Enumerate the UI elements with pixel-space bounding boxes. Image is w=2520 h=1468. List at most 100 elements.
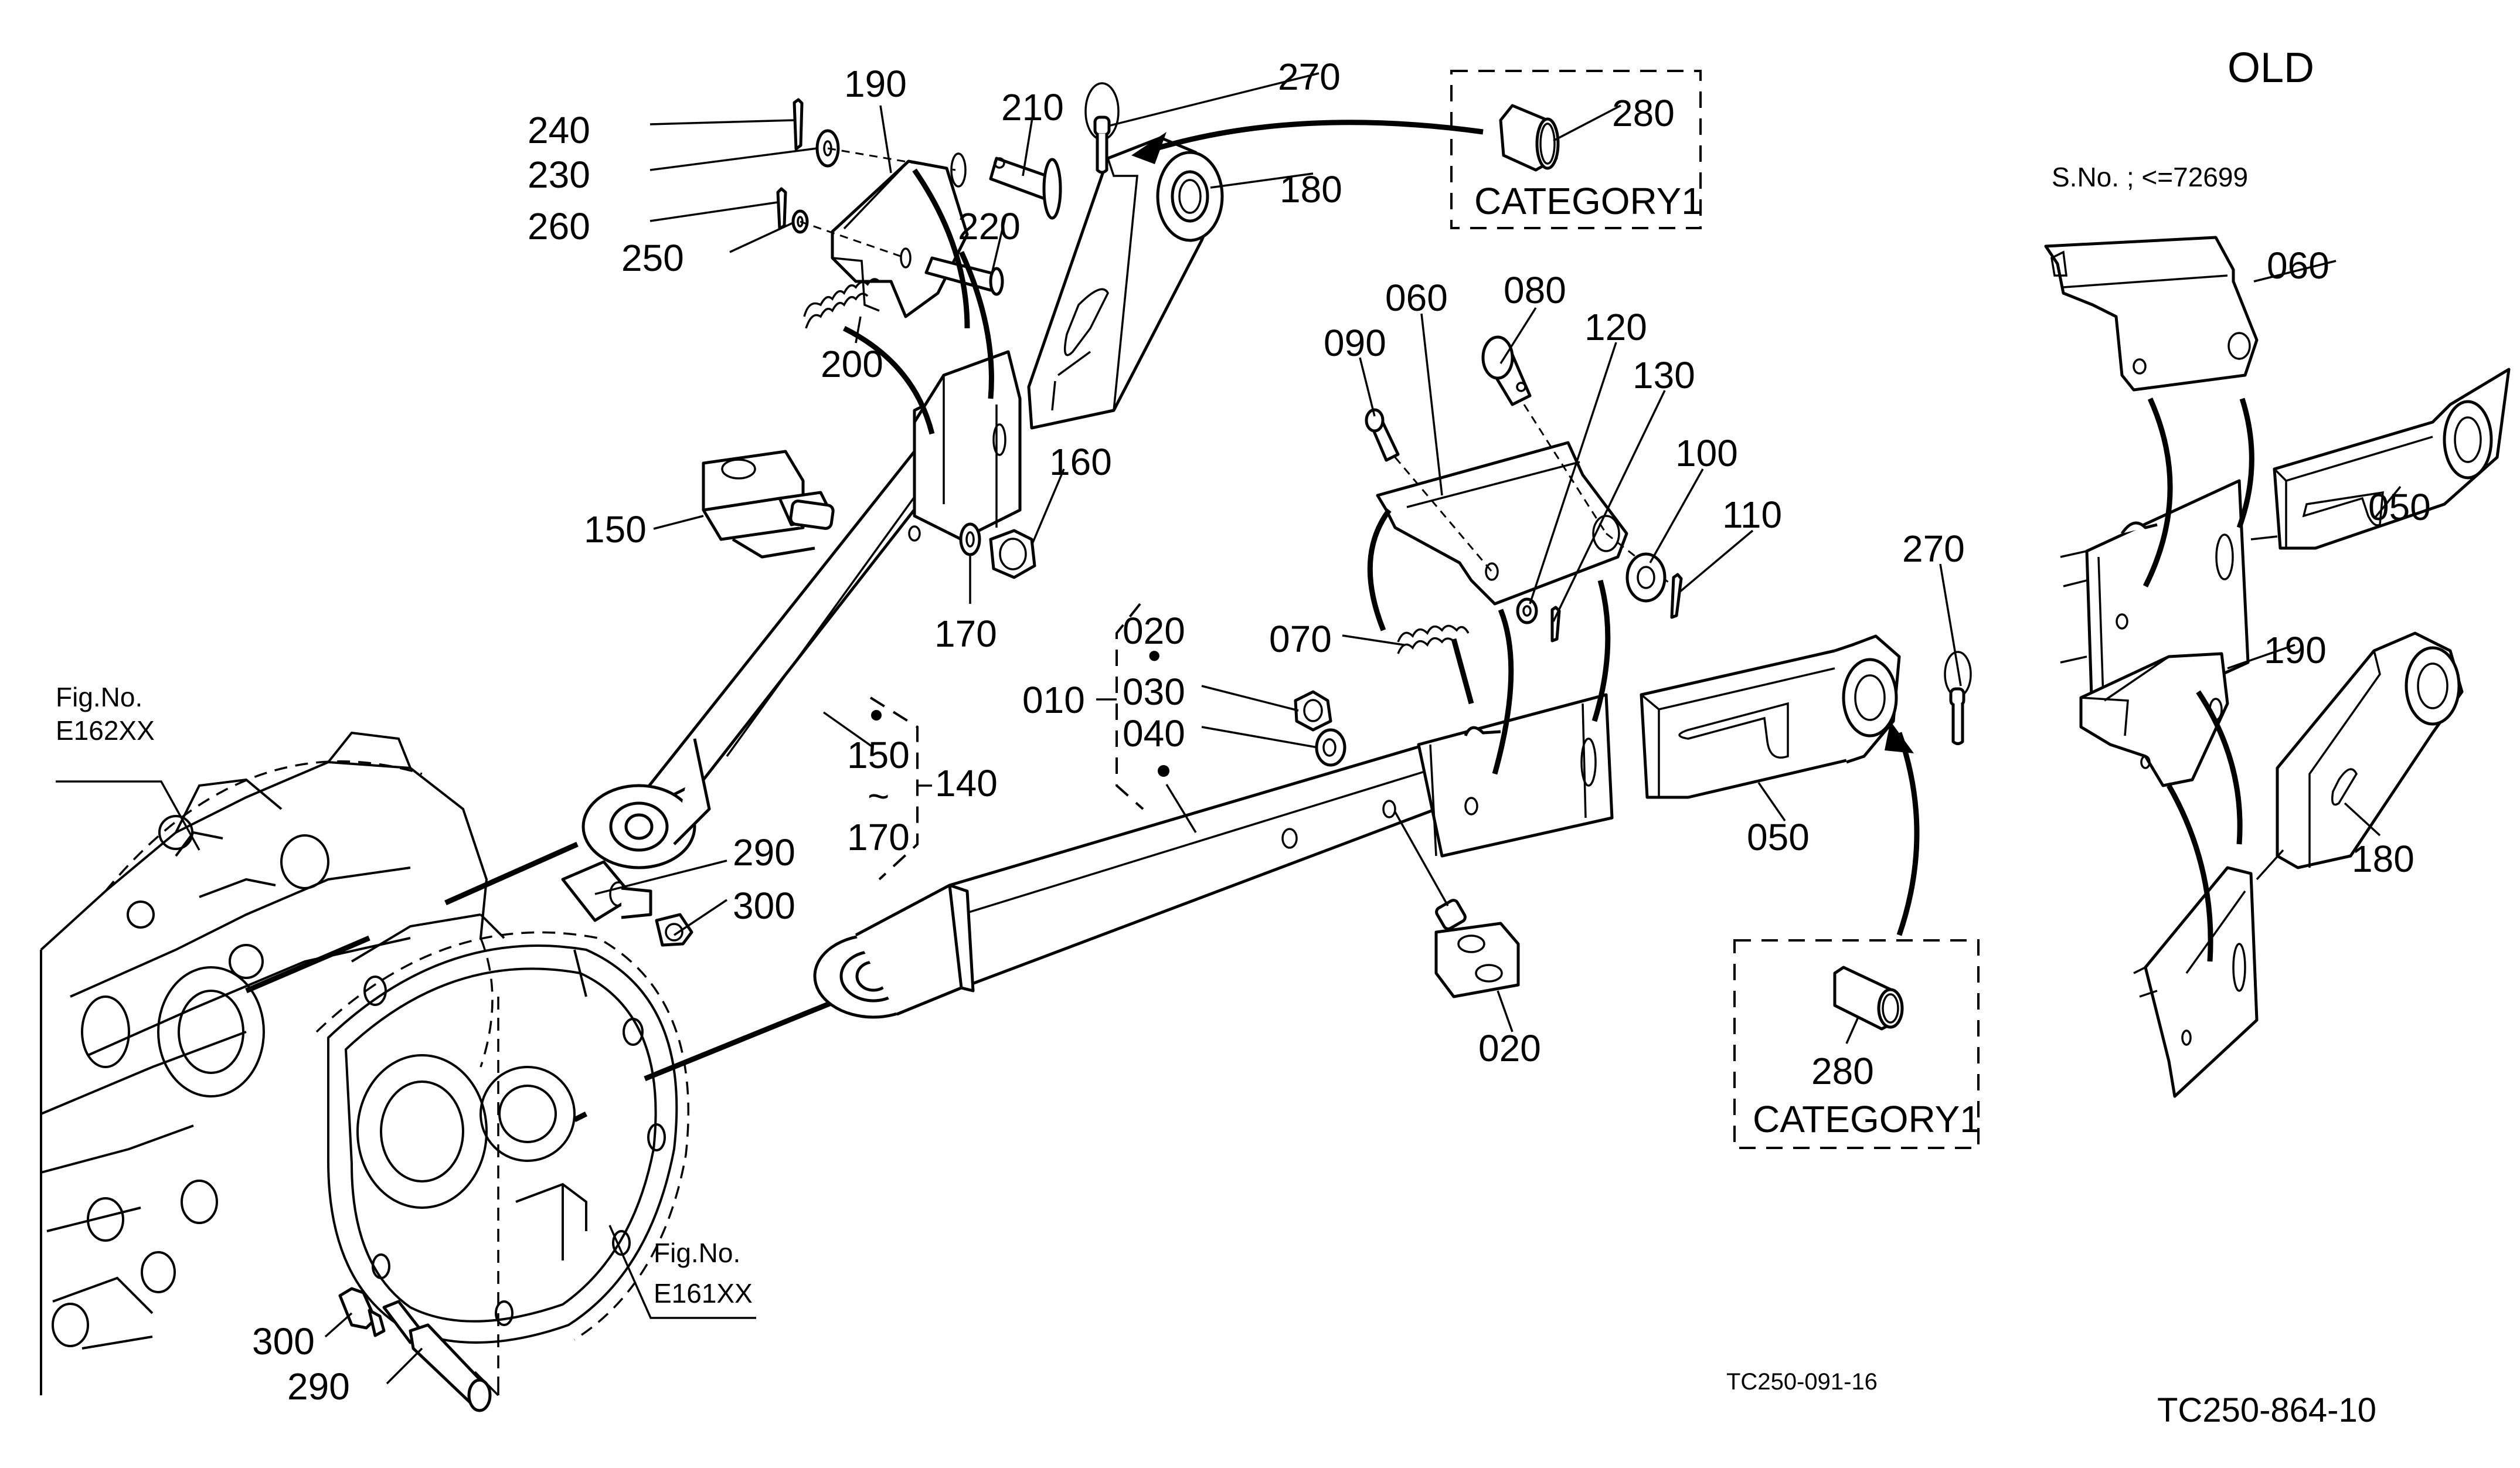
axis-line (2250, 535, 2278, 541)
callout-130: 130 (1633, 354, 1695, 396)
old-callout-060: 060 (2267, 244, 2329, 287)
category-box-lower (1733, 939, 1980, 1149)
pin-290-lower (382, 1300, 492, 1412)
nut-160 (989, 529, 1036, 579)
callout-270-lower: 270 (1902, 528, 1965, 570)
callout-300-upper: 300 (733, 885, 795, 927)
assembly-arrow (1142, 120, 1484, 155)
callout-180: 180 (1280, 168, 1342, 210)
assembly-arrow (2196, 690, 2243, 845)
callout-010: 010 (1022, 679, 1085, 721)
old-latch-plate-060 (2044, 236, 2259, 392)
assembly-arrow (842, 325, 935, 435)
sub-drawing-code: TC250-091-16 (1726, 1369, 1878, 1395)
old-end-link-180 (2276, 631, 2464, 869)
fig-ref-e162xx-label: Fig.No. (56, 682, 142, 712)
assembly-arrow (1591, 579, 1611, 722)
callout-290-upper: 290 (733, 831, 795, 874)
callout-270-upper: 270 (1278, 56, 1341, 98)
pin-080 (1481, 335, 1532, 406)
group-010-item-020: 020 (1123, 610, 1185, 652)
callout-100: 100 (1675, 432, 1738, 474)
callout-280-upper: 280 (1612, 92, 1675, 134)
assembly-arrow (1896, 732, 1920, 936)
old-bracket-lower (2133, 866, 2259, 1098)
callout-060: 060 (1385, 277, 1448, 319)
pin-290-upper (561, 860, 652, 922)
callout-230: 230 (528, 154, 590, 196)
axis-line (2256, 849, 2284, 881)
ring-pin-270-upper (1084, 82, 1120, 174)
assembly-line-upper (245, 841, 579, 994)
category-label-upper: CATEGORY1 (1474, 180, 1702, 222)
callout-220: 220 (958, 205, 1021, 247)
callout-020-lower: 020 (1478, 1027, 1541, 1069)
clevis-020 (1394, 811, 1520, 998)
leader-lines (56, 72, 2402, 1385)
fig-ref-e162xx-code: E162XX (56, 715, 155, 746)
washer-120 (1516, 597, 1538, 624)
end-link-180 (1027, 136, 1224, 430)
group-140-from: 150 (847, 734, 910, 776)
callout-210: 210 (1001, 86, 1064, 128)
nut-030 (1294, 690, 1332, 732)
old-latch-190 (2079, 652, 2229, 787)
callout-190: 190 (844, 63, 907, 105)
washer-040 (1315, 728, 1346, 767)
bolt-300-upper (655, 913, 693, 947)
callout-120: 120 (1584, 306, 1647, 348)
arrow-head (1885, 721, 1914, 753)
clevis-150 (702, 450, 835, 559)
bushing-280-upper (1499, 104, 1560, 172)
bolt-300-lower (338, 1287, 386, 1337)
group-010-item-040: 040 (1123, 712, 1185, 755)
assembly-arrow (2236, 397, 2254, 529)
group-140-tilde: ~ (868, 775, 889, 817)
washer-170 (959, 522, 981, 556)
axis-line-190 (800, 147, 956, 259)
bushing-280-lower (1833, 966, 1904, 1031)
cotter-pin-130 (1550, 606, 1561, 643)
assembly-arrow (2142, 397, 2173, 588)
fig-ref-e161xx-code: E161XX (654, 1278, 753, 1309)
washer-100 (1625, 552, 1667, 603)
cotter-pin-240 (793, 98, 804, 151)
housing-e162xx (40, 731, 494, 1395)
pin-090 (1365, 408, 1400, 462)
pin-210 (989, 157, 1062, 220)
assembly-arrow (1492, 609, 1514, 775)
end-link-050 (1640, 634, 1901, 799)
callout-250: 250 (621, 237, 684, 279)
ref-line (474, 1371, 499, 1396)
old-section-title: OLD (2227, 45, 2314, 91)
main-drawing-code: TC250-864-10 (2157, 1391, 2376, 1429)
assembly-arrow (958, 251, 994, 399)
callout-080: 080 (1504, 269, 1566, 311)
callout-090: 090 (1324, 322, 1386, 364)
callout-160: 160 (1049, 441, 1112, 483)
callout-170: 170 (934, 613, 997, 655)
latch-plate-060 (1376, 441, 1628, 606)
group-140-to: 170 (847, 816, 910, 858)
callout-240: 240 (528, 109, 590, 151)
callout-labels: 240 230 260 250 190 210 220 200 270 280 … (56, 45, 2431, 1429)
callout-140: 140 (935, 762, 998, 804)
callout-150: 150 (584, 508, 647, 550)
old-end-link-050 (2273, 368, 2511, 550)
group-010-item-030: 030 (1123, 671, 1185, 713)
old-callout-190: 190 (2264, 629, 2327, 671)
fig-ref-e161xx-label: Fig.No. (654, 1238, 740, 1268)
assembly-arrow (1367, 508, 1392, 631)
spring-200 (803, 278, 880, 329)
callout-110: 110 (1722, 494, 1782, 536)
callout-050: 050 (1747, 816, 1810, 858)
old-callout-050: 050 (2368, 486, 2431, 528)
cotter-pin-110 (1670, 573, 1683, 619)
callout-200: 200 (821, 343, 883, 385)
serial-number-note: S.No. ; <=72699 (2052, 162, 2248, 192)
assembly-line-lower (573, 1000, 834, 1123)
callout-300-lower: 300 (252, 1320, 315, 1362)
callout-260: 260 (528, 205, 590, 247)
callout-290-lower: 290 (287, 1365, 350, 1408)
category-label-lower: CATEGORY1 (1753, 1098, 1981, 1140)
